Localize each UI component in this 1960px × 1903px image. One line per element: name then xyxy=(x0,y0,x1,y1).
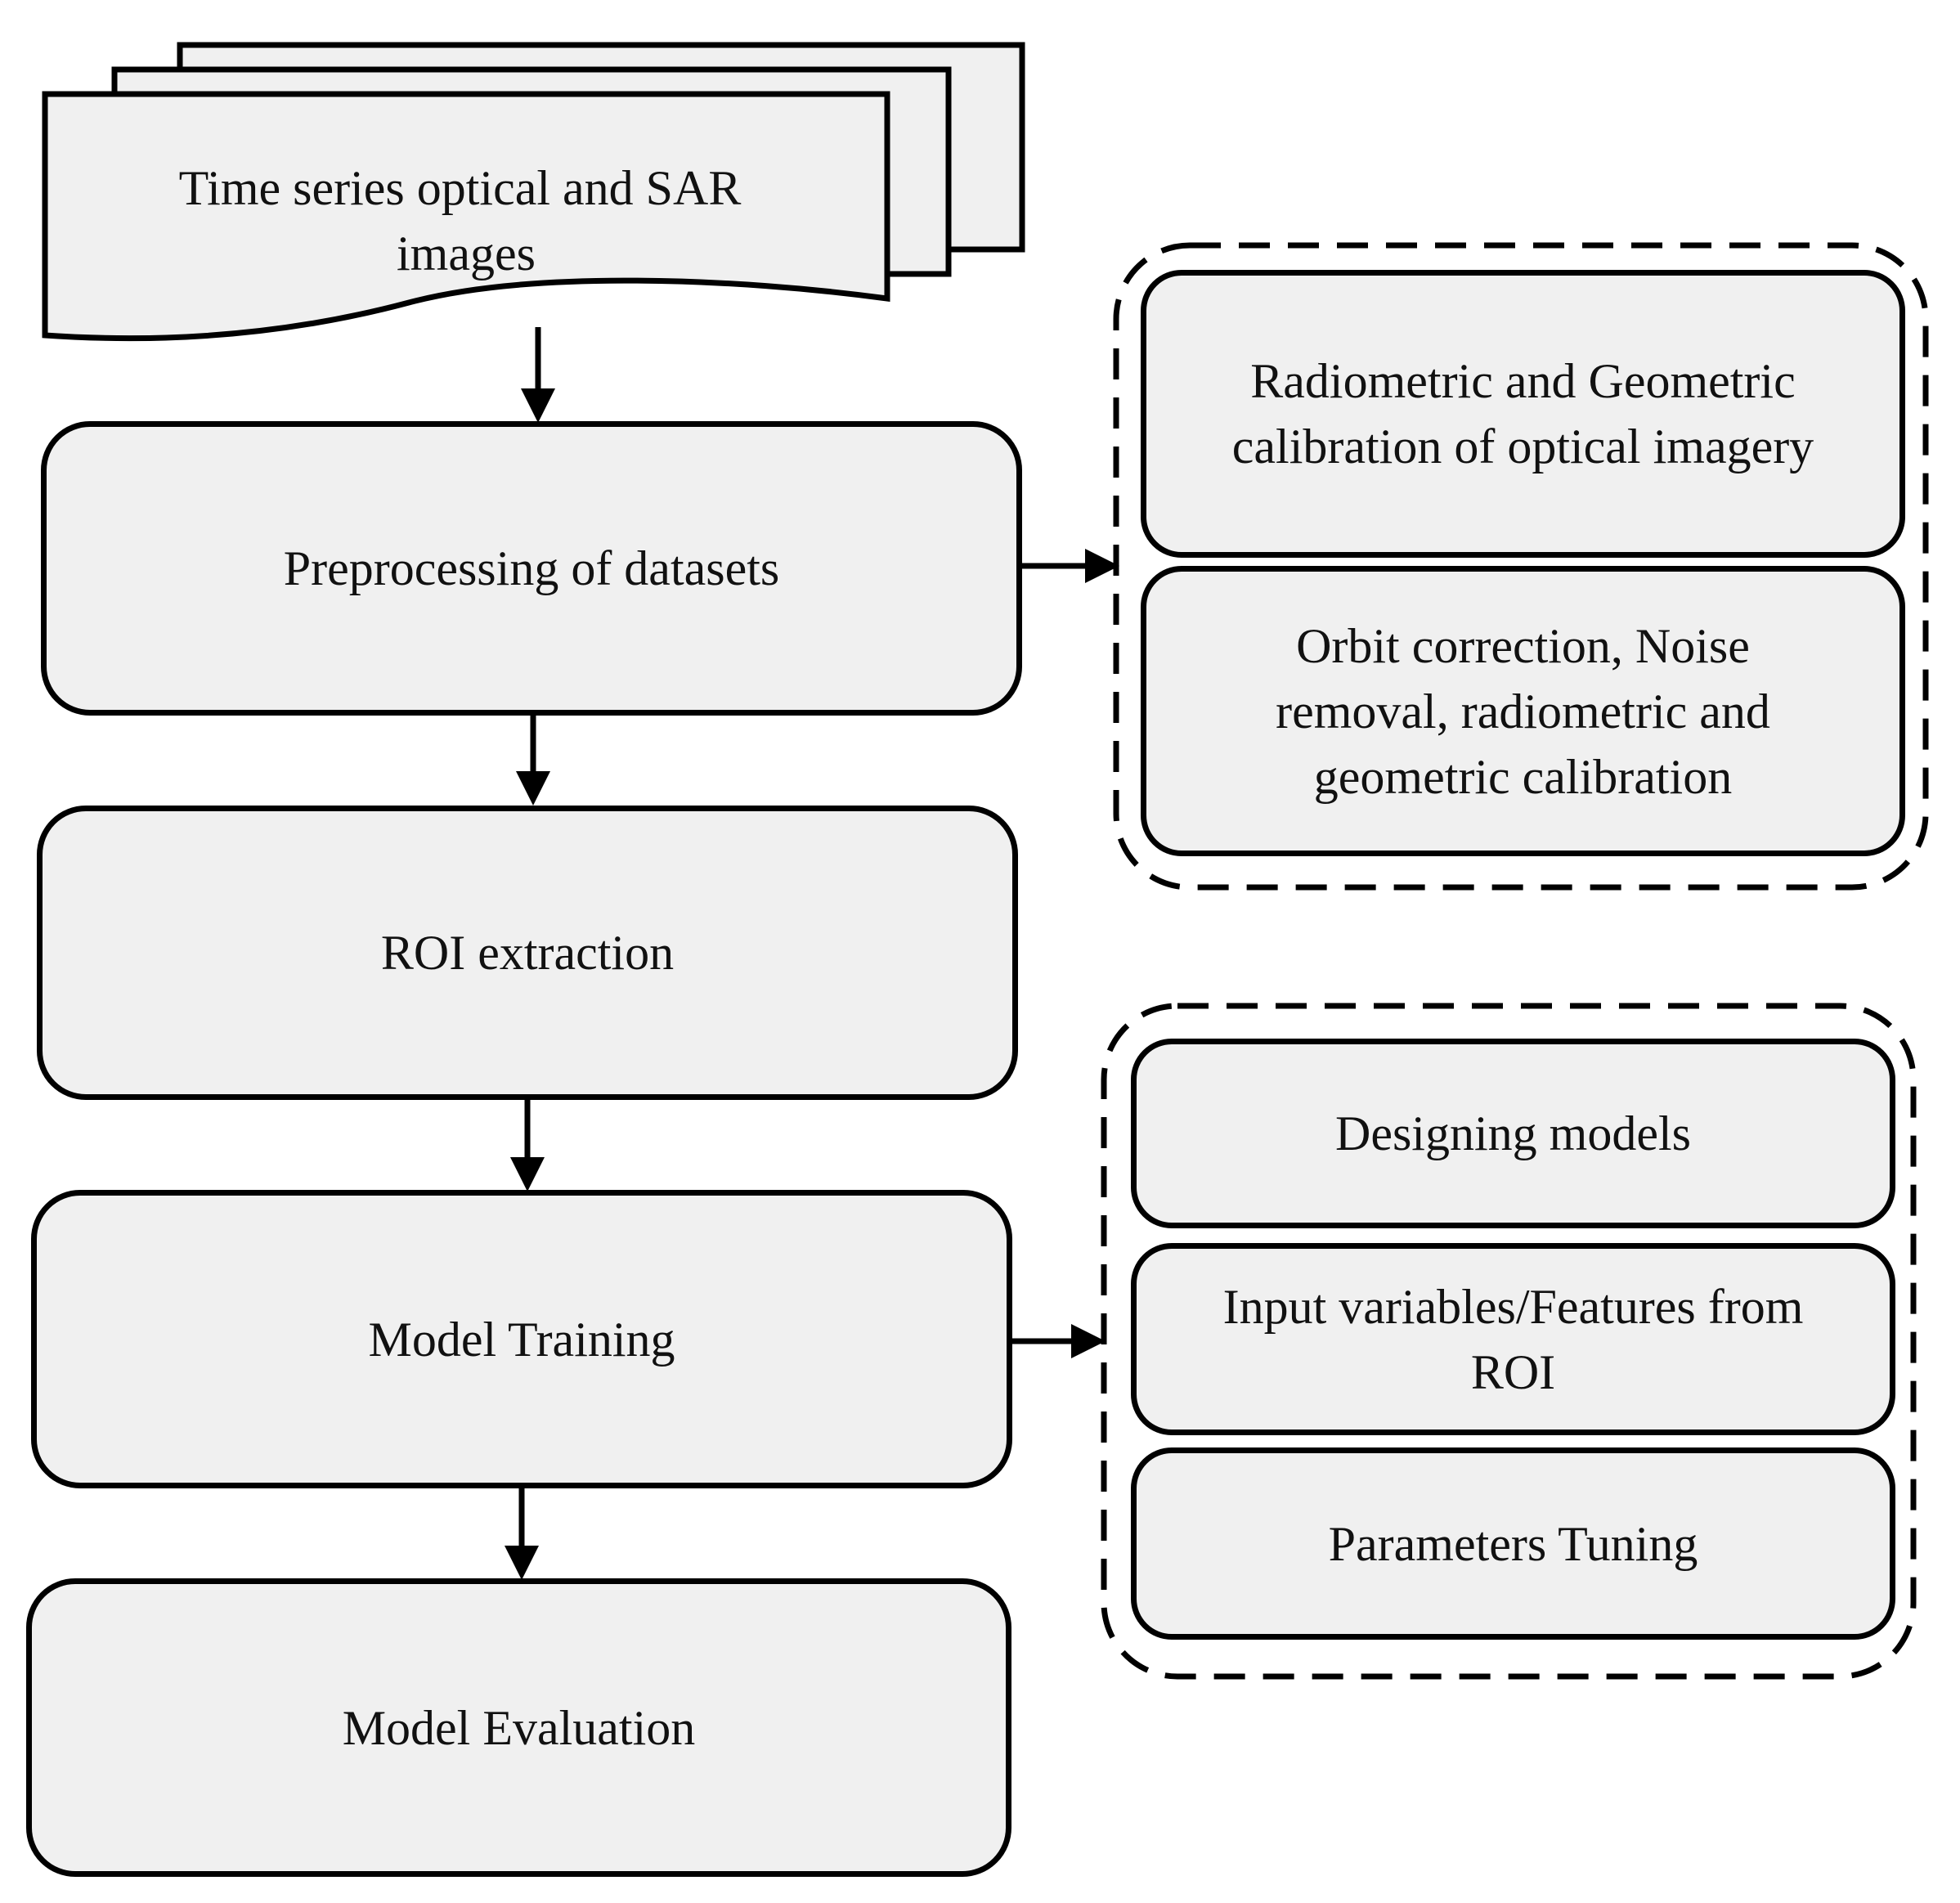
detail-parameters-tuning: Parameters Tuning xyxy=(1131,1447,1895,1640)
step-preprocessing-label: Preprocessing of datasets xyxy=(283,541,780,595)
step-model-evaluation-label: Model Evaluation xyxy=(342,1700,696,1755)
step-model-training: Model Training xyxy=(31,1190,1012,1488)
input-label: Time series optical and SAR images xyxy=(179,161,754,281)
detail-designing-models-label: Designing models xyxy=(1335,1106,1691,1160)
detail-optical-calibration-label: Radiometric and Geometric calibration of… xyxy=(1231,354,1814,474)
step-roi-extraction-label: ROI extraction xyxy=(380,926,675,980)
step-model-evaluation: Model Evaluation xyxy=(26,1578,1011,1877)
step-model-training-label: Model Training xyxy=(368,1312,675,1367)
detail-optical-calibration: Radiometric and Geometric calibration of… xyxy=(1141,270,1905,558)
document-front-sheet xyxy=(42,91,890,342)
input-label-line-2: images xyxy=(397,227,536,281)
detail-input-features: Input variables/Features from ROI xyxy=(1131,1243,1895,1435)
detail-parameters-tuning-label: Parameters Tuning xyxy=(1328,1516,1698,1571)
step-roi-extraction: ROI extraction xyxy=(37,806,1018,1100)
detail-sar-calibration-label: Orbit correction, Noise removal, radiome… xyxy=(1276,618,1770,804)
input-label-line-1: Time series optical and SAR xyxy=(179,161,742,215)
detail-input-features-label: Input variables/Features from ROI xyxy=(1222,1279,1804,1399)
detail-sar-calibration: Orbit correction, Noise removal, radiome… xyxy=(1141,566,1905,856)
input-documents-shape: Time series optical and SAR images xyxy=(42,42,1025,342)
step-preprocessing: Preprocessing of datasets xyxy=(41,421,1022,716)
detail-designing-models: Designing models xyxy=(1131,1039,1895,1228)
